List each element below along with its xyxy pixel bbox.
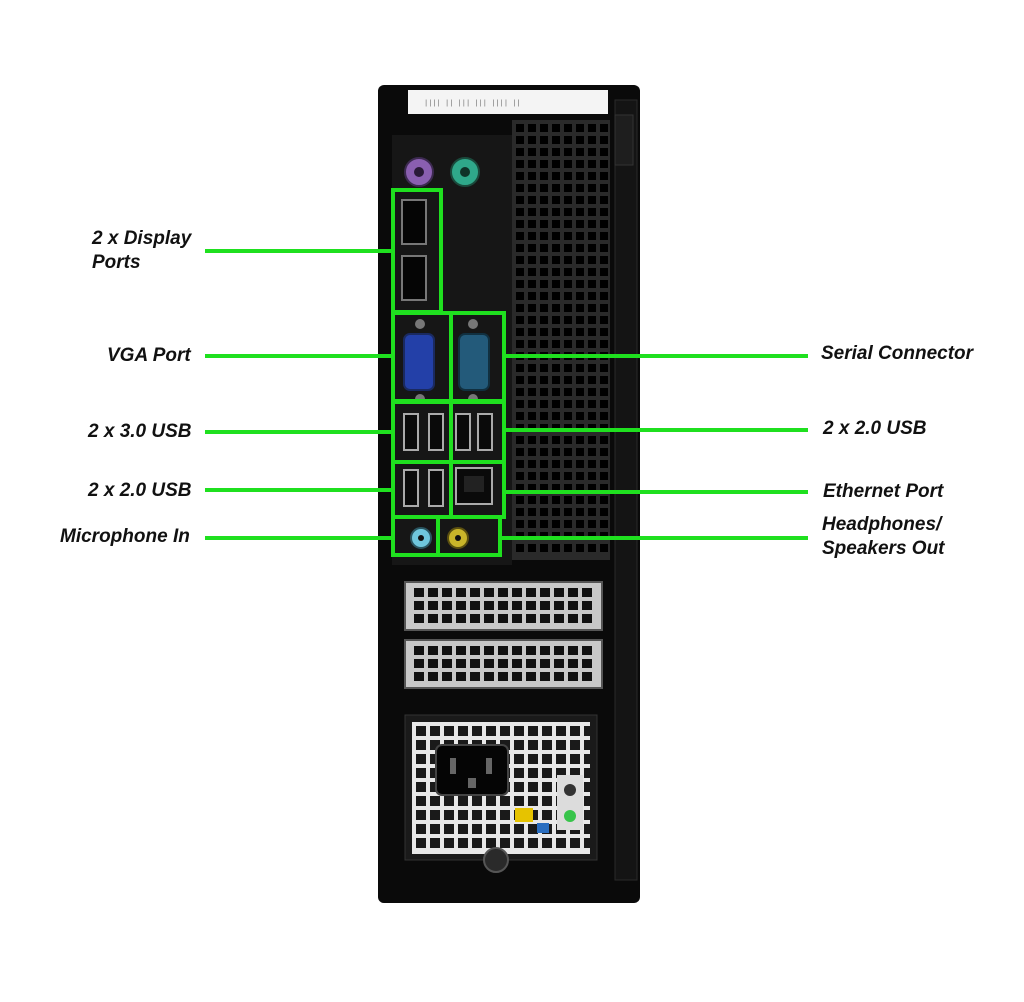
microphone-jack xyxy=(410,527,432,549)
vga-connector xyxy=(403,319,435,404)
ps2-mouse-port xyxy=(450,157,480,187)
usb2-ports-right xyxy=(455,413,493,451)
serial-port-icon xyxy=(458,333,490,391)
vent-grille xyxy=(512,120,610,560)
psu-led xyxy=(564,810,576,822)
psu-test-button xyxy=(564,784,576,796)
display-port-icon xyxy=(401,255,427,301)
usb-port-icon xyxy=(428,413,444,451)
usb-port-icon xyxy=(477,413,493,451)
side-latch xyxy=(614,114,634,166)
label-headphones: Headphones/ Speakers Out xyxy=(822,514,945,559)
vga-port-icon xyxy=(403,333,435,391)
serial-sticker xyxy=(408,90,608,114)
headphone-jack xyxy=(447,527,469,549)
label-usb3: 2 x 3.0 USB xyxy=(88,421,192,442)
usb2-ports-left xyxy=(403,469,444,507)
label-serial-connector: Serial Connector xyxy=(821,343,974,364)
display-port-icon xyxy=(401,199,427,245)
expansion-slot-1 xyxy=(404,581,603,631)
label-vga-port: VGA Port xyxy=(107,345,191,366)
psu-cable-blue xyxy=(537,823,549,833)
usb3-ports xyxy=(403,413,444,451)
callout-lines xyxy=(205,188,808,557)
usb-port-icon xyxy=(403,413,419,451)
label-microphone: Microphone In xyxy=(60,526,190,547)
usb-port-icon xyxy=(428,469,444,507)
ps2-keyboard-port xyxy=(404,157,434,187)
expansion-slot-2 xyxy=(404,639,603,689)
label-usb2-right: 2 x 2.0 USB xyxy=(823,418,927,439)
psu-thumbscrew xyxy=(483,847,509,873)
ethernet-port xyxy=(455,467,493,505)
display-port-1 xyxy=(401,199,427,245)
label-usb2-left: 2 x 2.0 USB xyxy=(88,480,192,501)
usb-port-icon xyxy=(403,469,419,507)
psu-cable-yellow xyxy=(515,808,533,822)
display-port-2 xyxy=(401,255,427,301)
label-ethernet: Ethernet Port xyxy=(823,481,944,502)
usb-port-icon xyxy=(455,413,471,451)
power-socket-icon xyxy=(435,744,509,796)
serial-sticker-barcode: |||| || ||| ||| |||| || xyxy=(424,100,521,108)
label-display-ports: 2 x Display Ports xyxy=(92,228,192,273)
